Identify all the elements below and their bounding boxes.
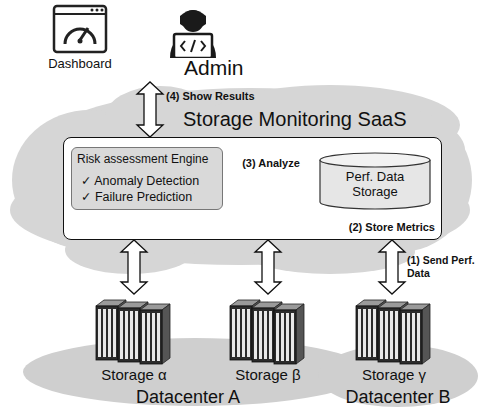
edge-label: (4) Show Results <box>166 90 276 103</box>
storage-node: Storage α <box>88 294 180 383</box>
node-label: Dashboard <box>42 56 118 72</box>
database-cylinder: Perf. Data Storage <box>319 152 431 210</box>
process-box: Risk assessment Engine ✓ Anomaly Detectio… <box>71 147 223 210</box>
double-arrow <box>121 240 147 294</box>
node-label: Storage α <box>88 366 180 383</box>
box-bullet: ✓ Failure Prediction <box>81 189 217 205</box>
box-heading: Risk assessment Engine <box>77 152 217 167</box>
step-label: (2) Store Metrics <box>349 221 435 234</box>
server-rack-icon <box>88 294 180 366</box>
edge-label: (1) Send Perf. Data <box>407 254 479 280</box>
node-label: Storage γ <box>348 366 440 383</box>
edge-label: (3) Analyze <box>231 157 311 170</box>
node-label: Perf. Data Storage <box>333 169 417 199</box>
band-title: Storage Monitoring SaaS <box>183 107 406 131</box>
double-arrow <box>255 240 281 294</box>
dashboard-node: Dashboard <box>42 4 118 72</box>
server-rack-icon <box>222 294 314 366</box>
server-rack-icon <box>348 294 440 366</box>
double-arrow <box>137 82 163 137</box>
node-label: Storage β <box>222 366 314 383</box>
dashboard-icon <box>52 4 108 54</box>
node-label: Admin <box>184 56 244 80</box>
cloud-band: Storage Monitoring SaaS (2) Store Metrics… <box>15 85 470 270</box>
admin-figure <box>162 4 224 58</box>
admin-node: Admin <box>138 4 262 82</box>
double-arrow <box>379 240 405 294</box>
saas-container-box: (2) Store Metrics Risk assessment Engine ✓… <box>63 137 442 240</box>
box-bullet: ✓ Anomaly Detection <box>81 173 217 189</box>
region-label: Datacenter A <box>136 387 240 407</box>
region-label: Datacenter B <box>345 387 450 407</box>
storage-node: Storage γ <box>348 294 440 383</box>
storage-node: Storage β <box>222 294 314 383</box>
cloud-shape <box>10 85 472 274</box>
